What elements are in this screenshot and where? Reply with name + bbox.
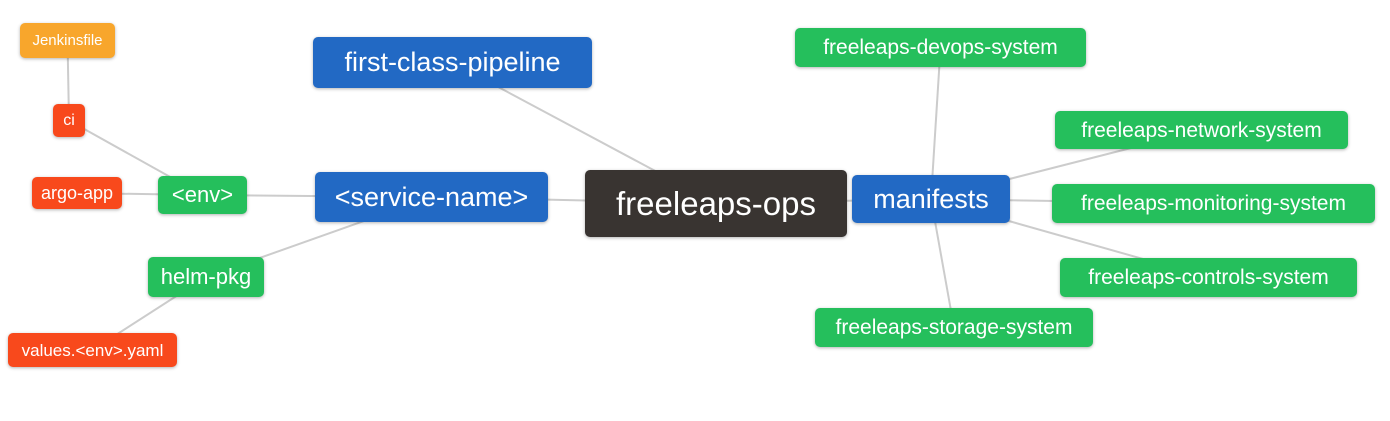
- node-values-env-yaml[interactable]: values.<env>.yaml: [8, 333, 177, 367]
- node-label: first-class-pipeline: [344, 47, 561, 77]
- node-label: Jenkinsfile: [32, 32, 103, 49]
- node-freeleaps-storage-system[interactable]: freeleaps-storage-system: [815, 308, 1093, 347]
- node-label: manifests: [873, 183, 989, 214]
- node-label: ci: [63, 111, 75, 129]
- node-label: argo-app: [40, 183, 114, 203]
- node-argo-app[interactable]: argo-app: [32, 177, 122, 209]
- node-label: freeleaps-ops: [616, 185, 816, 222]
- node-label: freeleaps-network-system: [1081, 118, 1322, 142]
- node-label: freeleaps-monitoring-system: [1081, 192, 1346, 215]
- node-label: <env>: [171, 182, 234, 207]
- node-first-class-pipeline[interactable]: first-class-pipeline: [313, 37, 592, 88]
- node-label: values.<env>.yaml: [21, 340, 164, 360]
- node-freeleaps-network-system[interactable]: freeleaps-network-system: [1055, 111, 1348, 149]
- node-label: freeleaps-storage-system: [835, 316, 1073, 339]
- node-manifests[interactable]: manifests: [852, 175, 1010, 223]
- node-service-name[interactable]: <service-name>: [315, 172, 548, 222]
- node-helm-pkg[interactable]: helm-pkg: [148, 257, 264, 297]
- node-jenkinsfile[interactable]: Jenkinsfile: [20, 23, 115, 58]
- node-label: freeleaps-devops-system: [823, 36, 1058, 59]
- node-label: helm-pkg: [160, 264, 252, 289]
- edge-manifests--freeleaps-devops-system: [930, 47, 942, 200]
- node-env[interactable]: <env>: [158, 176, 247, 214]
- node-label: freeleaps-controls-system: [1088, 266, 1329, 289]
- node-freeleaps-controls-system[interactable]: freeleaps-controls-system: [1060, 258, 1357, 297]
- node-label: <service-name>: [334, 181, 529, 212]
- node-ci[interactable]: ci: [53, 104, 85, 137]
- node-freeleaps-devops-system[interactable]: freeleaps-devops-system: [795, 28, 1086, 67]
- node-freeleaps-ops[interactable]: freeleaps-ops: [585, 170, 847, 237]
- node-freeleaps-monitoring-system[interactable]: freeleaps-monitoring-system: [1052, 184, 1375, 223]
